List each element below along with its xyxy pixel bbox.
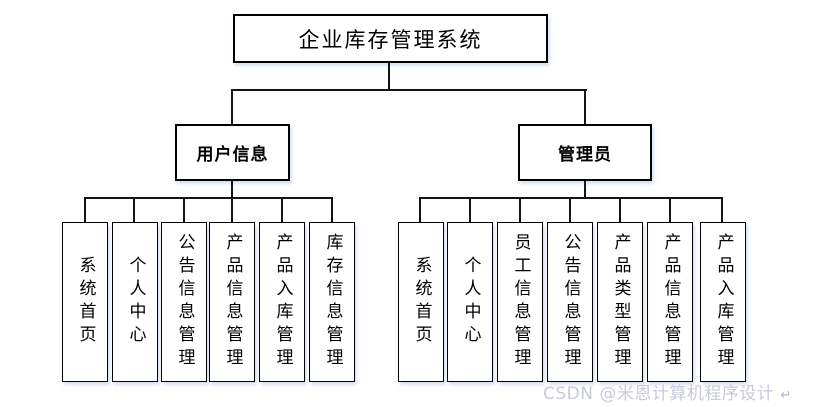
- connector-left-stub-1: [84, 197, 86, 222]
- connector-level2-bus: [231, 89, 587, 91]
- connector-right-leaf-bus: [419, 197, 723, 199]
- node-user-inventory-info-mgmt: 库存信息管理: [309, 222, 355, 382]
- watermark-text: CSDN @米恩计算机程序设计: [543, 384, 775, 404]
- return-mark-icon: ↵: [780, 388, 792, 403]
- connector-left-branch-drop: [231, 89, 233, 125]
- node-admin-label: 管理员: [558, 145, 612, 164]
- node-user-info: 用户信息: [175, 124, 290, 181]
- node-admin-announcement-mgmt: 公告信息管理: [547, 222, 593, 382]
- node-admin-product-info-mgmt: 产品信息管理: [647, 222, 693, 382]
- node-user-product-info-mgmt: 产品信息管理: [209, 222, 255, 382]
- connector-left-stub-5: [281, 197, 283, 222]
- connector-user-info-drop: [231, 181, 233, 199]
- node-root-system: 企业库存管理系统: [233, 14, 548, 63]
- connector-right-stub-4: [569, 197, 571, 222]
- node-user-info-label: 用户信息: [196, 145, 269, 164]
- connector-left-stub-3: [183, 197, 185, 222]
- node-user-system-home: 系统首页: [62, 222, 108, 382]
- connector-right-stub-1: [419, 197, 421, 222]
- node-admin-product-type-mgmt: 产品类型管理: [597, 222, 643, 382]
- node-user-announcement-mgmt: 公告信息管理: [161, 222, 207, 382]
- csdn-watermark: CSDN @米恩计算机程序设计 ↵: [543, 379, 792, 404]
- node-user-personal-center: 个人中心: [112, 222, 158, 382]
- connector-admin-drop: [584, 181, 586, 199]
- node-admin-product-inbound-mgmt: 产品入库管理: [700, 222, 746, 382]
- connector-left-stub-6: [331, 197, 333, 222]
- connector-right-stub-2: [469, 197, 471, 222]
- connector-right-stub-5: [619, 197, 621, 222]
- connector-left-stub-4: [231, 197, 233, 222]
- connector-left-stub-2: [133, 197, 135, 222]
- node-admin: 管理员: [518, 124, 652, 181]
- node-admin-employee-info-mgmt: 员工信息管理: [497, 222, 543, 382]
- node-admin-system-home: 系统首页: [398, 222, 444, 382]
- connector-left-leaf-bus: [84, 197, 333, 199]
- node-user-product-inbound-mgmt: 产品入库管理: [259, 222, 305, 382]
- connector-right-stub-3: [519, 197, 521, 222]
- connector-root-drop: [388, 63, 390, 90]
- connector-right-branch-drop: [584, 89, 586, 125]
- node-admin-personal-center: 个人中心: [447, 222, 493, 382]
- connector-right-stub-6: [669, 197, 671, 222]
- connector-right-stub-7: [721, 197, 723, 222]
- node-root-label: 企业库存管理系统: [298, 27, 483, 52]
